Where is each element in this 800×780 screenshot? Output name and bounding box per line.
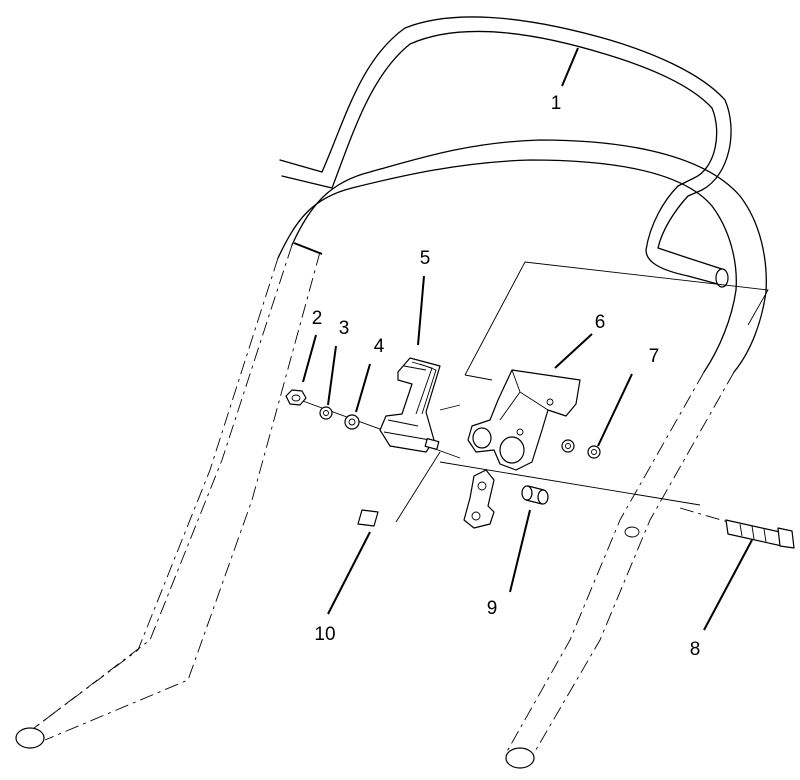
callout-7: 7	[649, 346, 660, 367]
control-lever	[379, 357, 441, 453]
bail-bar	[279, 16, 732, 288]
shoulder-bolt	[725, 519, 795, 549]
spacer	[521, 485, 549, 505]
callout-6: 6	[595, 312, 606, 333]
callout-10: 10	[314, 624, 335, 645]
lock-washer	[319, 406, 333, 420]
cam-link	[463, 469, 495, 529]
callout-8: 8	[690, 639, 701, 660]
callout-1: 1	[551, 93, 562, 114]
pivot-washers	[561, 439, 601, 459]
flat-washer	[344, 414, 360, 430]
callout-5: 5	[420, 248, 431, 269]
pad	[357, 509, 379, 527]
callout-labels: 1 2 3 4 5 6 7 8 9 10	[312, 93, 701, 660]
pivot-bracket	[467, 369, 581, 471]
callout-2: 2	[312, 308, 323, 329]
handle-left-tube	[15, 139, 767, 749]
callout-9: 9	[487, 598, 498, 619]
nut	[285, 389, 307, 406]
mounting-plate-outline	[464, 261, 769, 381]
callout-3: 3	[339, 318, 350, 339]
leader-lines	[302, 47, 753, 631]
callout-4: 4	[374, 336, 385, 357]
handle-right-tube	[504, 289, 767, 769]
